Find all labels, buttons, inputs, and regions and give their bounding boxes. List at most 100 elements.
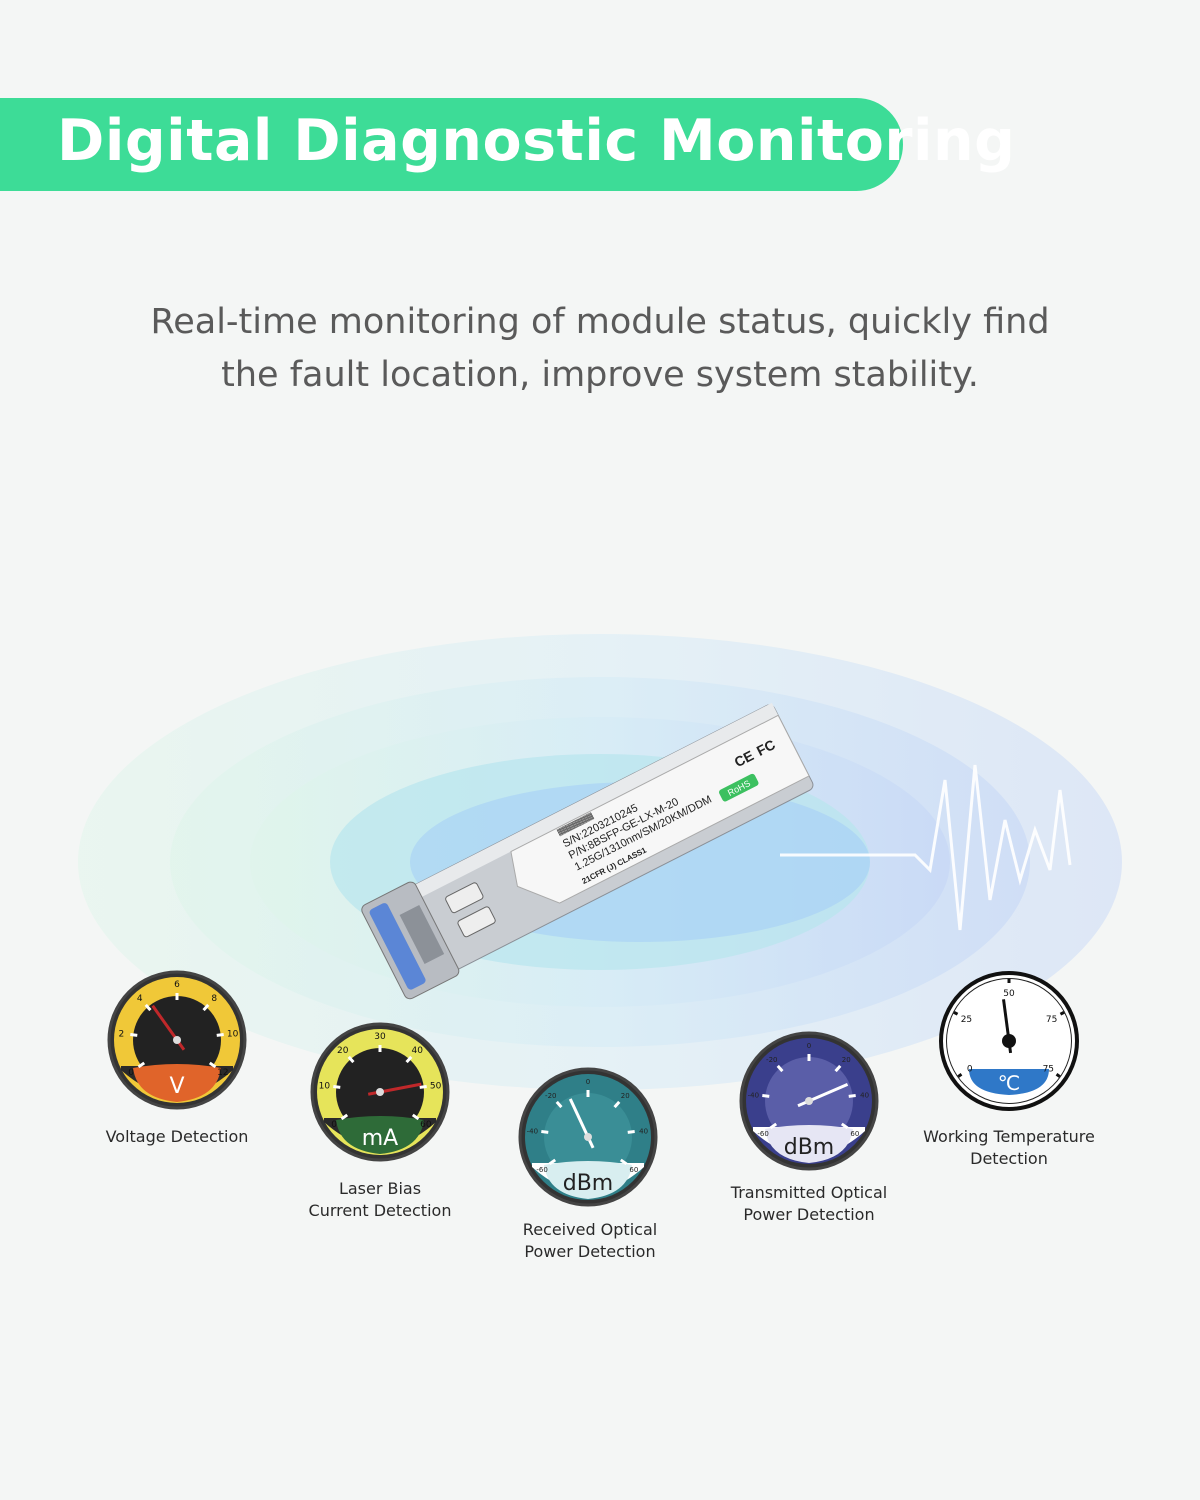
tick-label: 12 <box>217 1068 228 1078</box>
gauge-tick <box>627 1130 635 1134</box>
tick-label: 0 <box>128 1068 134 1078</box>
tick-label: 50 <box>1003 989 1015 999</box>
tick-label: 20 <box>337 1046 349 1056</box>
gauge-tick <box>405 1055 413 1064</box>
tick-label: 30 <box>374 1032 386 1042</box>
label-line: Power Detection <box>524 1242 656 1261</box>
tick-label: 50 <box>430 1081 442 1091</box>
gauge-tick <box>762 1094 770 1098</box>
gauge-tick <box>333 1085 341 1089</box>
voltage-label: Voltage Detection <box>82 1126 272 1148</box>
tick-label: 2 <box>119 1029 125 1039</box>
subtitle-line-1: Real-time monitoring of module status, q… <box>150 302 1050 342</box>
label-line: Power Detection <box>743 1205 875 1224</box>
sfp-module-image: |||||||||||||||||||||||||||||||||||| S/N… <box>361 702 814 1000</box>
tick-label: -60 <box>536 1166 547 1174</box>
heartbeat-wave <box>780 764 1072 931</box>
gauge-tick <box>202 1003 210 1012</box>
tick-label: 4 <box>137 994 143 1004</box>
needle-hub <box>173 1036 181 1044</box>
unit-badge <box>133 1064 221 1102</box>
gauge-tick <box>419 1085 427 1089</box>
gauge-tick <box>1055 1073 1061 1078</box>
label-line: Transmitted Optical <box>730 1183 888 1202</box>
voltage-gauge: V 0 2 4 6 8 10 12 <box>107 970 247 1110</box>
gauge-tick <box>1059 1011 1065 1016</box>
label-line: Received Optical <box>522 1220 658 1239</box>
unit-label: ℃ <box>998 1071 1020 1095</box>
tick-label: 60 <box>420 1120 432 1130</box>
gauge-tick <box>953 1011 959 1016</box>
unit-badge <box>969 1069 1049 1095</box>
gauge-tick <box>411 1113 420 1121</box>
tick-label: 60 <box>629 1166 638 1174</box>
tick-label: 75 <box>1043 1065 1054 1075</box>
needle-hub <box>584 1133 592 1141</box>
ce-mark: CE <box>732 747 757 770</box>
tick-label: -20 <box>766 1056 777 1064</box>
temperature-gauge: ℃ 0 25 50 75 75 <box>939 971 1079 1111</box>
unit-badge <box>765 1125 853 1163</box>
tick-label: -20 <box>545 1092 556 1100</box>
tick-label: 40 <box>639 1127 648 1135</box>
tick-label: 0 <box>967 1065 973 1075</box>
tick-label: 20 <box>842 1056 851 1064</box>
page-title: Digital Diagnostic Monitoring <box>57 108 1016 174</box>
tick-label: 75 <box>1046 1015 1057 1025</box>
gauge-tick <box>541 1130 549 1134</box>
gauge-tick <box>137 1061 146 1069</box>
needle-hub <box>1002 1034 1016 1048</box>
tick-label: 0 <box>331 1120 337 1130</box>
unit-label: dBm <box>563 1171 614 1196</box>
label-line: Detection <box>970 1149 1048 1168</box>
subtitle: Real-time monitoring of module status, q… <box>0 296 1200 402</box>
gauge-tick <box>769 1122 778 1130</box>
tick-label: 40 <box>412 1046 424 1056</box>
tick-label: 25 <box>961 1015 972 1025</box>
gauge-tick <box>347 1055 355 1064</box>
gauge-tick <box>613 1100 621 1109</box>
gauge-tick <box>340 1113 349 1121</box>
gauge-tick <box>957 1073 963 1078</box>
tick-label: 6 <box>174 980 180 990</box>
tick-label: 0 <box>586 1078 590 1086</box>
label-line: Current Detection <box>308 1201 452 1220</box>
tick-label: -40 <box>748 1091 759 1099</box>
tick-label: 20 <box>621 1092 630 1100</box>
gauge-tick <box>619 1158 628 1166</box>
gauge-tick <box>776 1064 784 1073</box>
tick-label: 10 <box>227 1029 239 1039</box>
title-banner: Digital Diagnostic Monitoring <box>0 98 1015 191</box>
subtitle-line-2: the fault location, improve system stabi… <box>221 355 979 395</box>
tick-label: -60 <box>757 1130 768 1138</box>
fc-mark: FC <box>754 736 778 759</box>
gauge-tick <box>834 1064 842 1073</box>
gauge-tick <box>848 1094 856 1098</box>
tick-label: 60 <box>850 1130 859 1138</box>
unit-label: V <box>169 1074 184 1099</box>
gauge-tick <box>840 1122 849 1130</box>
unit-badge <box>336 1116 424 1154</box>
gauge-tick <box>216 1033 224 1037</box>
tick-label: 40 <box>860 1091 869 1099</box>
gauge-tick <box>548 1158 557 1166</box>
tick-label: 8 <box>211 994 217 1004</box>
received-power-gauge: dBm -60 -40 -20 0 20 40 60 <box>518 1067 658 1207</box>
gauge-tick <box>555 1100 563 1109</box>
tick-label: -40 <box>527 1127 538 1135</box>
needle-hub <box>805 1097 813 1105</box>
unit-label: dBm <box>784 1135 835 1160</box>
label-line: Laser Bias <box>338 1179 422 1198</box>
gauge-tick <box>208 1061 217 1069</box>
unit-label: mA <box>362 1126 398 1151</box>
unit-badge <box>544 1161 632 1199</box>
label-line: Working Temperature <box>923 1127 1095 1146</box>
gauge-tick <box>130 1033 138 1037</box>
gauge-tick <box>144 1003 152 1012</box>
